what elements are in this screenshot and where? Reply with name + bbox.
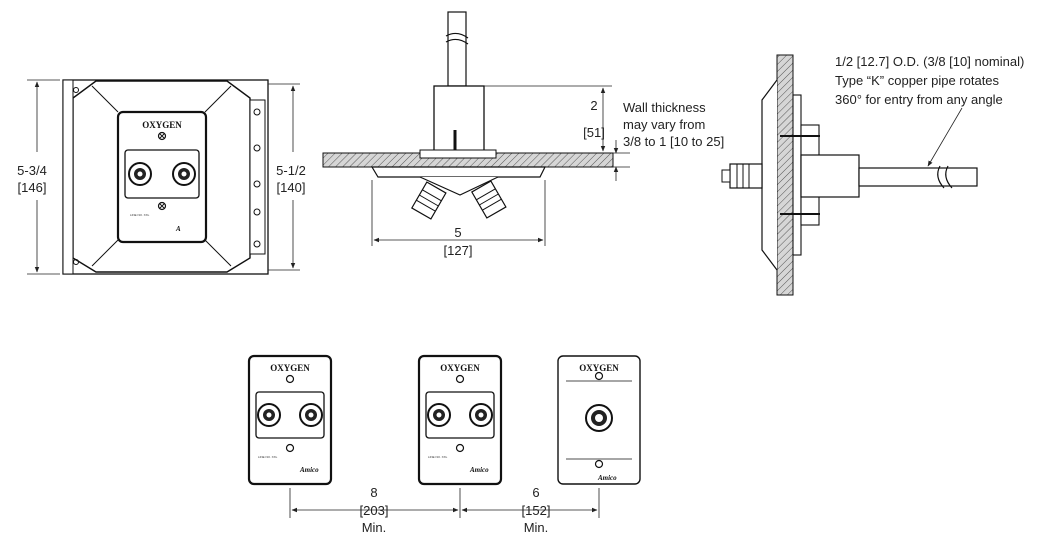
dim-spacing-left-mm: [203] [360,503,389,518]
svg-text:LINE NO. XXL: LINE NO. XXL [258,455,278,459]
right-side-view: 1/2 [12.7] O.D. (3/8 [10] nominal) Type … [721,54,1024,296]
plate-2: OXYGEN LINE NO. XXL Amico [417,354,503,486]
dim-spacing-right: 6 [532,485,539,500]
dim-height-outer: 5-3/4 [17,163,47,178]
dim-spacing-left: 8 [370,485,377,500]
front-view: OXYGEN LINE NO. XXL A 5-3/4 [146] 5-1/2 … [17,79,306,275]
valve-body [433,85,485,153]
plate-2-label: OXYGEN [440,363,480,373]
wall-note-line1: Wall thickness [623,100,706,115]
face-plate-label: OXYGEN [142,120,182,130]
dim-depth-mm: [51] [583,125,605,140]
connector-side-icon [721,163,763,189]
dim-height-inner: 5-1/2 [276,163,306,178]
mounting-tab-left [62,79,74,275]
plate-1: OXYGEN LINE NO. XXL Amico [247,354,333,486]
svg-text:LINE NO. XXL: LINE NO. XXL [130,213,150,217]
spacing-dimensions: 8 [203] Min. 6 [152] Min. [289,485,600,535]
pipe-note-line3: 360° for entry from any angle [835,92,1003,107]
dim-spacing-right-mm: [152] [522,503,551,518]
valve-body-side [800,154,860,198]
plate-1-brand: Amico [299,466,319,474]
plate-2-brand: Amico [469,466,489,474]
dim-width: 5 [454,225,461,240]
dim-height-outer-mm: [146] [18,180,47,195]
plate-3: OXYGEN Amico [557,355,641,485]
side-section-view: 2 [51] Wall thickness may vary from 3/8 … [322,11,724,258]
dim-width-mm: [127] [444,243,473,258]
pipe-note-line1: 1/2 [12.7] O.D. (3/8 [10] nominal) [835,54,1024,69]
supply-pipe [447,11,467,87]
trim-profile [370,166,546,178]
connector-right-icon [471,180,507,219]
mounting-tab-right [249,99,266,255]
dim-spacing-right-min: Min. [524,520,549,535]
wall-section-right [776,54,794,296]
wall-note-line3: 3/8 to 1 [10 to 25] [623,134,724,149]
supply-pipe-side [858,167,978,187]
wall-note-line2: may vary from [623,117,705,132]
dim-height-inner-mm: [140] [277,180,306,195]
plate-3-label: OXYGEN [579,363,619,373]
brand-logo: A [175,225,181,233]
pipe-note-line2: Type “K” copper pipe rotates [835,73,1000,88]
outlet-body [124,149,200,199]
svg-text:LINE NO. XXL: LINE NO. XXL [428,455,448,459]
connector-left-icon [411,181,447,220]
plate-1-label: OXYGEN [270,363,310,373]
plate-3-brand: Amico [597,474,617,482]
dim-depth: 2 [590,98,597,113]
dim-spacing-left-min: Min. [362,520,387,535]
